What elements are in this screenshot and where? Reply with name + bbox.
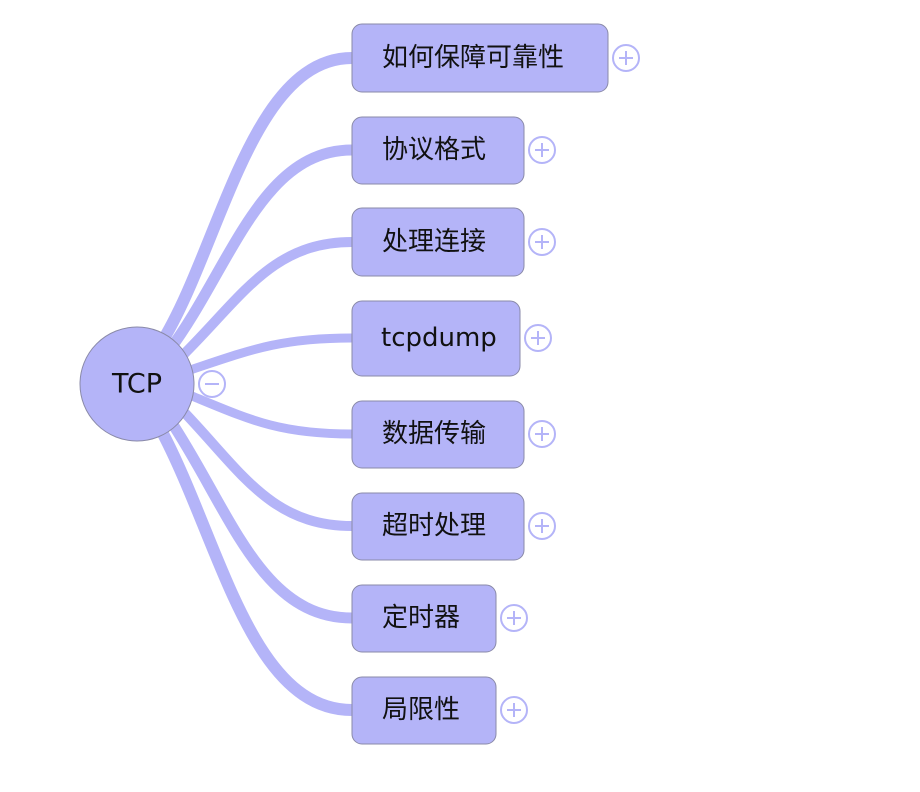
node-label: 协议格式 xyxy=(382,135,486,165)
branch-3 xyxy=(173,237,357,365)
root-bubble xyxy=(79,326,195,442)
expand-toggle-5[interactable] xyxy=(528,420,556,448)
branch-2 xyxy=(162,144,358,358)
branch-4 xyxy=(185,333,357,375)
child-node-4[interactable]: tcpdump xyxy=(351,300,521,377)
node-box xyxy=(351,300,521,377)
node-label: tcpdump xyxy=(381,323,497,353)
node-label: 如何保障可靠性 xyxy=(382,43,564,73)
node-label: 处理连接 xyxy=(382,227,486,257)
child-node-5[interactable]: 数据传输 xyxy=(351,400,525,469)
child-node-3[interactable]: 处理连接 xyxy=(351,207,525,277)
branch-1 xyxy=(154,52,358,351)
expand-toggle-6[interactable] xyxy=(528,512,556,540)
root-collapse-toggle[interactable] xyxy=(198,370,226,398)
expand-toggle-2[interactable] xyxy=(528,136,556,164)
root-label: TCP xyxy=(111,369,162,400)
child-node-7[interactable]: 定时器 xyxy=(351,584,497,653)
child-node-8[interactable]: 局限性 xyxy=(351,676,497,745)
expand-toggle-8[interactable] xyxy=(500,696,528,724)
node-label: 局限性 xyxy=(382,695,460,725)
expand-toggle-4[interactable] xyxy=(524,324,552,352)
node-box xyxy=(351,492,525,561)
branch-8 xyxy=(154,422,358,716)
branch-5 xyxy=(187,391,357,439)
node-label: 定时器 xyxy=(382,603,460,633)
node-box xyxy=(351,584,497,653)
branches xyxy=(154,52,358,716)
node-label: 数据传输 xyxy=(382,419,486,449)
node-box xyxy=(351,676,497,745)
child-node-2[interactable]: 协议格式 xyxy=(351,116,525,185)
node-label: 超时处理 xyxy=(382,511,486,541)
child-node-1[interactable]: 如何保障可靠性 xyxy=(351,23,609,93)
branch-7 xyxy=(164,414,358,624)
node-box xyxy=(351,23,609,93)
node-box xyxy=(351,400,525,469)
branch-6 xyxy=(177,405,357,531)
node-box xyxy=(351,207,525,277)
child-node-6[interactable]: 超时处理 xyxy=(351,492,525,561)
expand-toggle-3[interactable] xyxy=(528,228,556,256)
expand-toggle-1[interactable] xyxy=(612,44,640,72)
node-box xyxy=(351,116,525,185)
expand-toggle-7[interactable] xyxy=(500,604,528,632)
root-node[interactable]: TCP xyxy=(79,326,195,442)
